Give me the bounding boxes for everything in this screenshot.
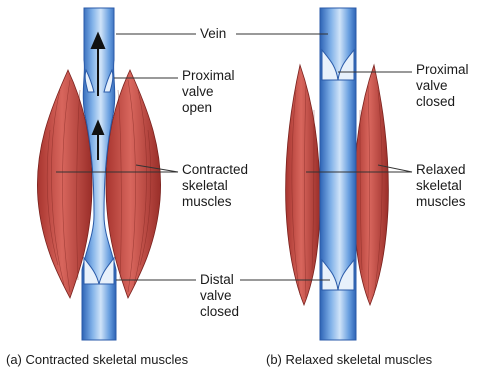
label-line: skeletal [182, 178, 248, 194]
label-line: open [182, 100, 235, 116]
label-proximal-valve-closed: Proximal valve closed [416, 62, 469, 110]
label-line: valve [182, 84, 235, 100]
label-vein: Vein [200, 26, 226, 42]
label-line: closed [200, 304, 239, 320]
label-line: valve [416, 78, 469, 94]
left-muscle-relaxed [286, 65, 320, 305]
caption-contracted: (a) Contracted skeletal muscles [6, 352, 188, 367]
right-muscle-relaxed [354, 65, 388, 305]
label-line: muscles [182, 194, 248, 210]
label-line: Proximal [182, 68, 235, 84]
caption-relaxed: (b) Relaxed skeletal muscles [266, 352, 432, 367]
label-proximal-valve-open: Proximal valve open [182, 68, 235, 116]
label-line: muscles [416, 194, 466, 210]
label-line: skeletal [416, 178, 466, 194]
panel-contracted [37, 8, 160, 340]
label-distal-valve-closed: Distal valve closed [200, 272, 239, 320]
label-line: Relaxed [416, 162, 466, 178]
label-line: Distal [200, 272, 239, 288]
label-line: closed [416, 94, 469, 110]
panel-relaxed [286, 8, 389, 340]
label-line: Proximal [416, 62, 469, 78]
label-line: Contracted [182, 162, 248, 178]
label-line: valve [200, 288, 239, 304]
label-contracted-muscles: Contracted skeletal muscles [182, 162, 248, 210]
label-relaxed-muscles: Relaxed skeletal muscles [416, 162, 466, 210]
